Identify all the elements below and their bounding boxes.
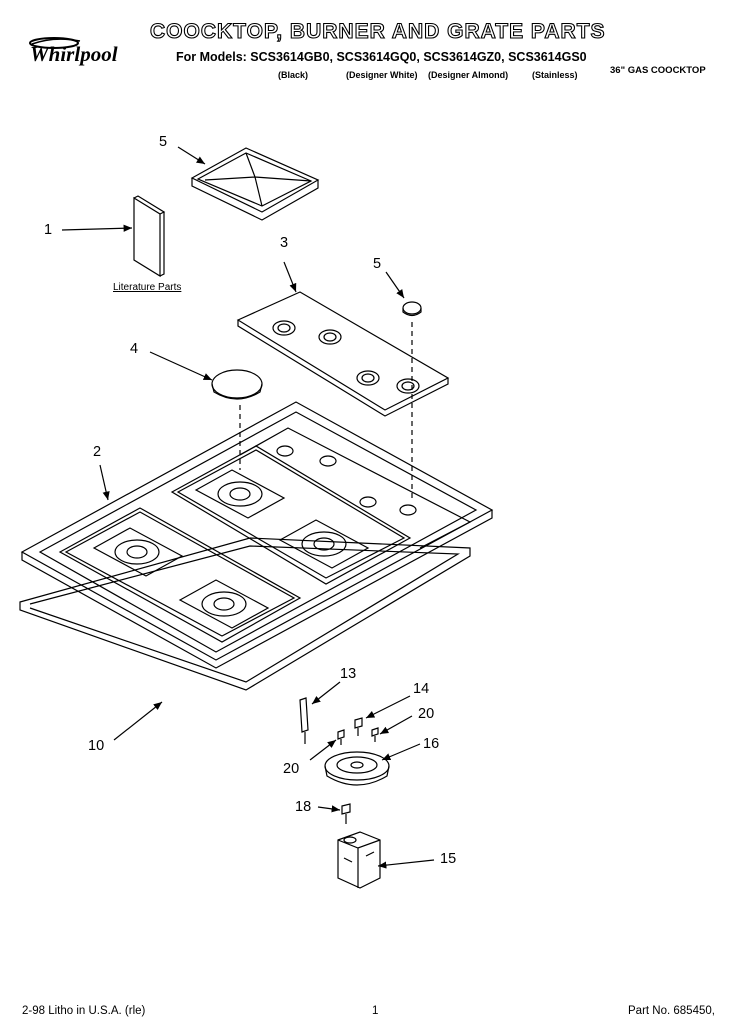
callout-16: 16 — [423, 736, 440, 752]
literature-parts-label: Literature Parts — [113, 282, 182, 293]
burner-base — [324, 751, 390, 786]
callout-1: 1 — [44, 222, 53, 238]
callout-13: 13 — [340, 666, 357, 682]
model-list: For Models: SCS3614GB0, SCS3614GQ0, SCS3… — [176, 50, 587, 64]
finish-black: (Black) — [278, 70, 309, 80]
spark-electrode — [299, 697, 309, 744]
callout-4: 4 — [130, 341, 139, 357]
screws — [337, 717, 379, 824]
burner-panel-top — [236, 291, 450, 417]
callout-3: 3 — [280, 235, 289, 251]
literature-booklet — [133, 195, 166, 278]
finish-white: (Designer White) — [346, 70, 418, 80]
brand-logo: Whirlpool — [30, 42, 118, 66]
callout-10: 10 — [88, 738, 105, 754]
whirlpool-swoosh-icon — [29, 37, 81, 49]
product-type: 36" GAS COOCKTOP — [610, 65, 706, 76]
callout-20-right: 20 — [418, 706, 435, 722]
callout-15: 15 — [440, 851, 457, 867]
callout-2: 2 — [93, 444, 102, 460]
callout-7: 5 — [373, 256, 382, 272]
callout-20-left: 20 — [283, 761, 300, 777]
page-number: 1 — [372, 1005, 379, 1017]
callout-5: 5 — [159, 134, 168, 150]
page-title: COOCKTOP, BURNER AND GRATE PARTS — [149, 19, 606, 43]
callout-18: 18 — [295, 799, 312, 815]
callout-14: 14 — [413, 681, 430, 697]
finish-almond: (Designer Almond) — [428, 70, 509, 80]
finish-stainless: (Stainless) — [532, 70, 578, 80]
grate-part — [190, 147, 320, 221]
valve-holder — [337, 831, 381, 889]
cooktop-body — [20, 401, 494, 669]
footer-litho: 2-98 Litho in U.S.A. (rle) — [22, 1005, 146, 1017]
cooktop-gasket — [19, 537, 471, 691]
burner-cap — [211, 369, 263, 400]
small-burner-cap — [402, 301, 422, 317]
part-number: Part No. 685450, — [628, 1005, 715, 1017]
logo-swoosh — [24, 34, 134, 52]
